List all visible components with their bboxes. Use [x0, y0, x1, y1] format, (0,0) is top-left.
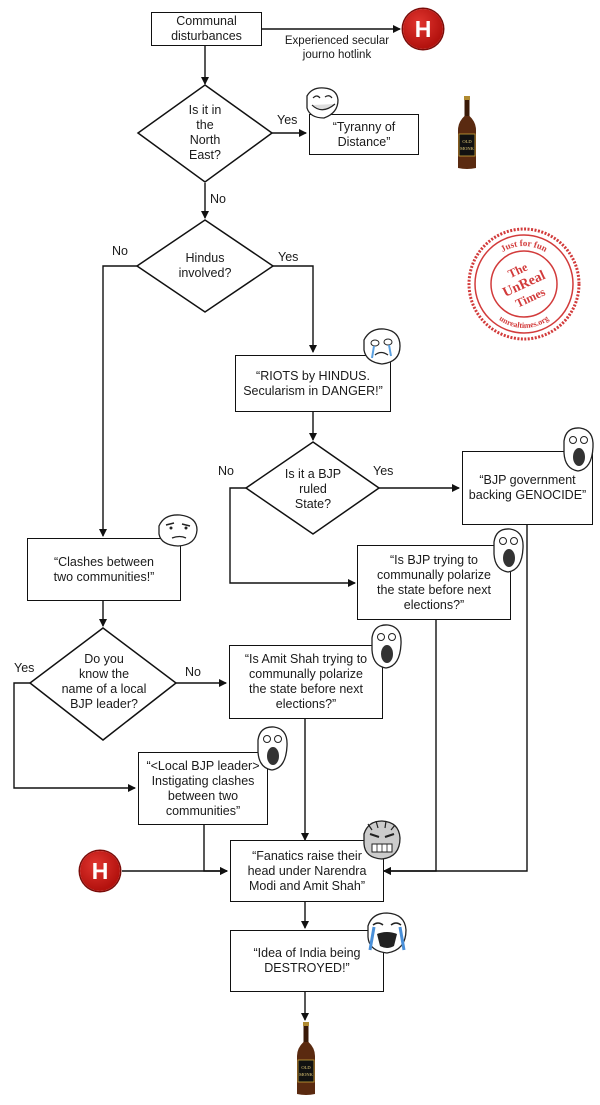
- decision-know-leader-text: Do you know the name of a local BJP lead…: [61, 652, 147, 711]
- decision-hindus-text: Hindus involved?: [178, 251, 232, 280]
- rum-bottle-icon: OLD MONK: [297, 1022, 315, 1095]
- svg-text:MONK: MONK: [299, 1072, 314, 1077]
- crying-face-icon: [363, 328, 401, 365]
- label-leader-no: No: [185, 665, 201, 679]
- shocked-face-icon: [563, 427, 594, 472]
- svg-text:OLD: OLD: [462, 139, 472, 144]
- decision-bjp-state: [244, 441, 381, 535]
- troll-face-icon: [306, 87, 339, 119]
- decision-north-east: [136, 84, 274, 183]
- node-fanatics: “Fanatics raise their head under Narendr…: [230, 840, 384, 902]
- shocked-face-icon: [371, 624, 402, 669]
- shocked-face-icon: [257, 726, 288, 771]
- hotlink-badge-bottom: H: [80, 851, 120, 891]
- node-amit-shah: “Is Amit Shah trying to communally polar…: [229, 645, 383, 719]
- svg-text:Just for fun: Just for fun: [499, 238, 549, 254]
- hotlink-badge-top: H: [403, 9, 443, 49]
- rum-bottle-icon: OLD MONK: [458, 96, 476, 169]
- decision-north-east-text: Is it in the North East?: [188, 103, 222, 162]
- node-tyranny-of-distance: “Tyranny of Distance”: [309, 114, 419, 155]
- decision-know-leader: [28, 627, 178, 741]
- node-polarize-bjp: “Is BJP trying to communally polarize th…: [357, 545, 511, 620]
- node-riots-by-hindus: “RIOTS by HINDUS. Secularism in DANGER!”: [235, 355, 391, 412]
- hotlink-note: Experienced secular journo hotlink: [284, 35, 390, 61]
- label-bjp-yes: Yes: [373, 464, 394, 478]
- stamp-top-text: Just for fun: [499, 238, 549, 254]
- label-hindus-no: No: [112, 244, 128, 258]
- label-leader-yes: Yes: [14, 661, 35, 675]
- label-ne-no: No: [210, 192, 226, 206]
- label-bjp-no: No: [218, 464, 234, 478]
- rage-face-icon: [363, 820, 401, 860]
- node-clashes: “Clashes between two communities!”: [27, 538, 181, 601]
- node-communal-disturbances: Communal disturbances: [151, 12, 262, 46]
- unreal-times-stamp: Just for fun unrealtimes.org The UnReal …: [467, 227, 581, 341]
- node-local-leader: “<Local BJP leader> Instigating clashes …: [138, 752, 268, 825]
- shocked-face-icon: [493, 528, 524, 573]
- decision-hindus: [135, 219, 275, 313]
- label-ne-yes: Yes: [277, 113, 298, 127]
- svg-text:OLD: OLD: [301, 1065, 311, 1070]
- node-idea-of-india: “Idea of India being DESTROYED!”: [230, 930, 384, 992]
- crying-face-icon: [367, 912, 407, 954]
- skeptical-face-icon: [158, 514, 198, 547]
- label-hindus-yes: Yes: [278, 250, 299, 264]
- decision-bjp-state-text: Is it a BJP ruled State?: [284, 466, 342, 511]
- svg-text:MONK: MONK: [460, 146, 475, 151]
